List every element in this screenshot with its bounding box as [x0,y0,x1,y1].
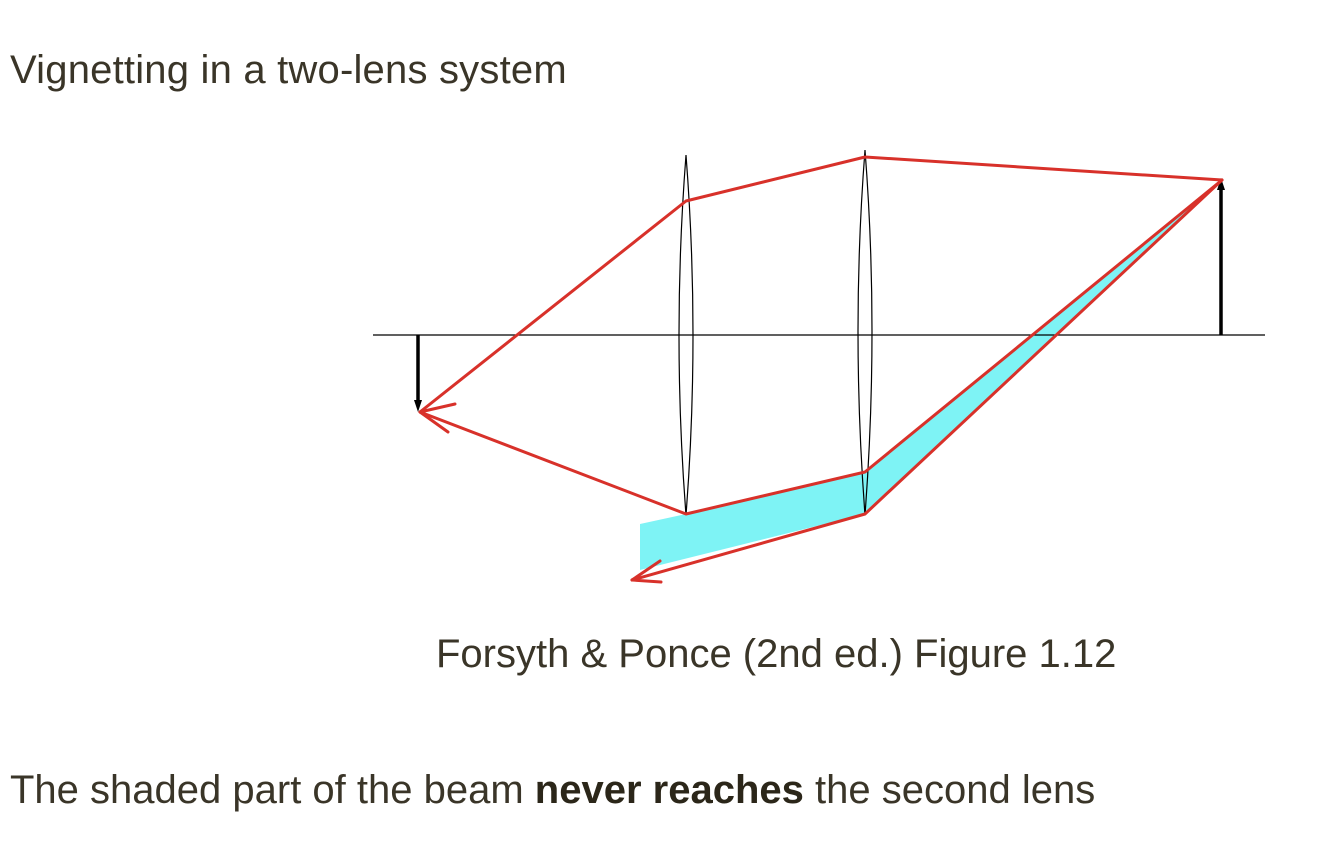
light-rays [418,155,1224,582]
vignetting-diagram [373,149,1265,584]
bottom-ray [418,178,1224,516]
statement-before: The shaded part of the beam [10,768,535,812]
vignetted-ray [630,178,1224,582]
statement-after: the second lens [803,768,1096,812]
statement-text: The shaded part of the beam never reache… [10,764,1095,816]
figure-caption: Forsyth & Ponce (2nd ed.) Figure 1.12 [436,632,1117,676]
shaded-beam-region [640,472,865,570]
vignetted-ray-arrowhead [630,559,663,584]
statement-emphasis: never reaches [534,768,804,812]
second-lens [857,149,873,516]
image-ray-arrowhead [418,402,457,434]
slide-title: Vignetting in a two-lens system [10,48,567,92]
object-arrow [1217,178,1225,335]
ray-arrowheads [418,402,663,584]
image-arrow [414,335,422,412]
top-ray [418,155,1224,414]
